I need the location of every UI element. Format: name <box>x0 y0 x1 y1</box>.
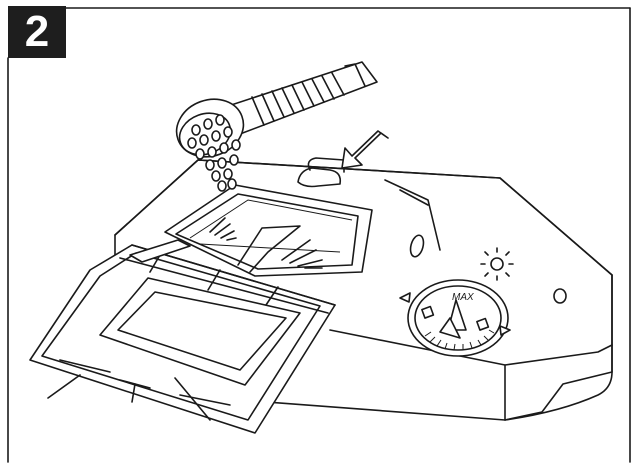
panel-hole <box>554 289 566 303</box>
step-number-badge: 2 <box>8 6 66 58</box>
rinse-aid-dial: MAX <box>408 280 508 356</box>
rinse-aid-cap <box>298 158 344 187</box>
dial-max-label: MAX <box>452 292 474 303</box>
insert-arrow-icon <box>342 131 388 168</box>
